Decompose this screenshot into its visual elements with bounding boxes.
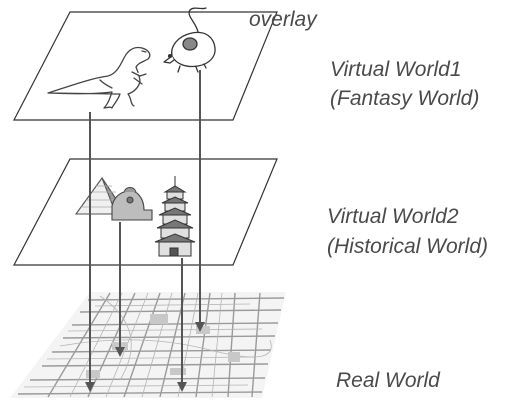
real-world-label: Real World xyxy=(336,369,440,392)
virtual-world2-subtitle: (Historical World) xyxy=(327,235,489,258)
overlay-label: overlay xyxy=(249,8,317,31)
virtual-world1-plane xyxy=(13,11,278,121)
virtual-world1-subtitle: (Fantasy World) xyxy=(330,87,480,110)
virtual-world2-title: Virtual World2 xyxy=(327,205,459,228)
city-map-icon xyxy=(10,292,286,398)
dinosaur-icon xyxy=(47,46,151,109)
mouse-icon xyxy=(163,7,216,73)
sphinx-icon xyxy=(111,186,153,221)
virtual-world1-title: Virtual World1 xyxy=(330,58,462,81)
pagoda-icon xyxy=(154,176,196,257)
